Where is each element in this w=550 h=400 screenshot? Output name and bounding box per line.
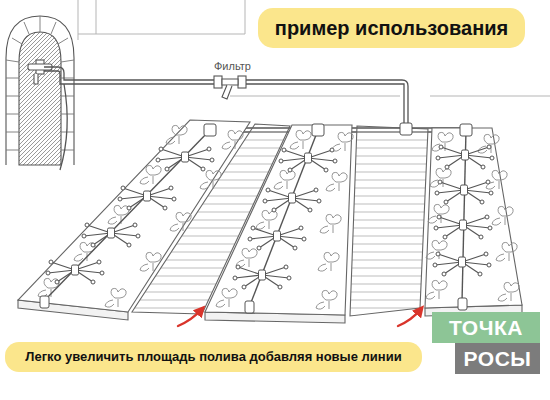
background-sketch <box>78 0 550 96</box>
drip-fittings <box>40 123 472 313</box>
logo-text: ТОЧКА <box>449 316 523 339</box>
part-label: Фильтр <box>212 60 253 72</box>
title-text: пример использования <box>275 17 508 39</box>
drip-lines <box>45 130 466 305</box>
garden-beds <box>18 120 522 323</box>
caption-text: Легко увеличить площадь полива добавляя … <box>25 350 401 364</box>
plants <box>38 125 519 309</box>
brick-arch <box>6 16 74 165</box>
caption-banner: Легко увеличить площадь полива добавляя … <box>5 342 422 372</box>
logo-block: ТОЧКА <box>432 312 540 343</box>
title-banner: пример использования <box>258 8 525 48</box>
logo-block: РОСЫ <box>455 343 540 374</box>
red-arrows <box>178 309 421 326</box>
logo-text: РОСЫ <box>464 347 532 370</box>
filter-symbol <box>214 76 246 99</box>
emitters <box>46 145 494 289</box>
